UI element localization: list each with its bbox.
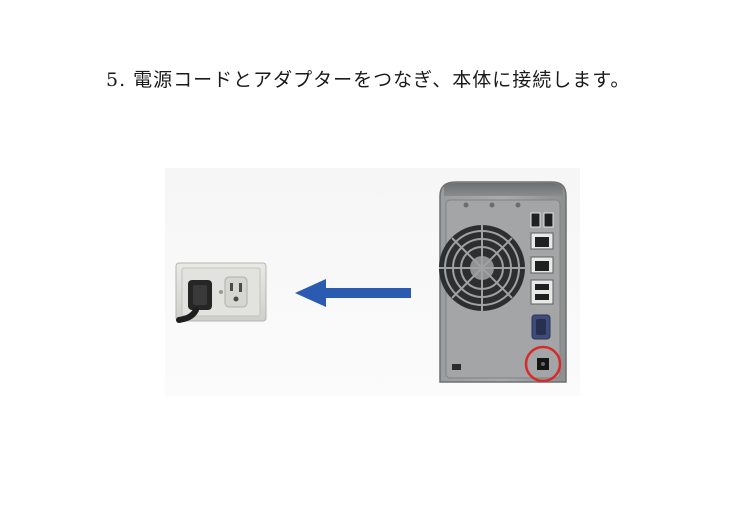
- dc-power-port-icon: [537, 358, 549, 370]
- vga-port-icon: [531, 314, 551, 340]
- power-plug-icon: [176, 280, 212, 323]
- direction-arrow-icon: [295, 279, 411, 307]
- esata-port-icon: [530, 279, 554, 305]
- lan-port-icon: [530, 256, 554, 274]
- fan-grille-icon: [439, 225, 525, 311]
- nas-device-icon: [439, 181, 567, 383]
- usb-ports-icon: [530, 212, 554, 228]
- lan-port-icon: [530, 232, 554, 250]
- power-port-highlight-icon: [524, 345, 562, 383]
- step-instruction: 5. 電源コードとアダプターをつなぎ、本体に接続します。: [106, 69, 631, 91]
